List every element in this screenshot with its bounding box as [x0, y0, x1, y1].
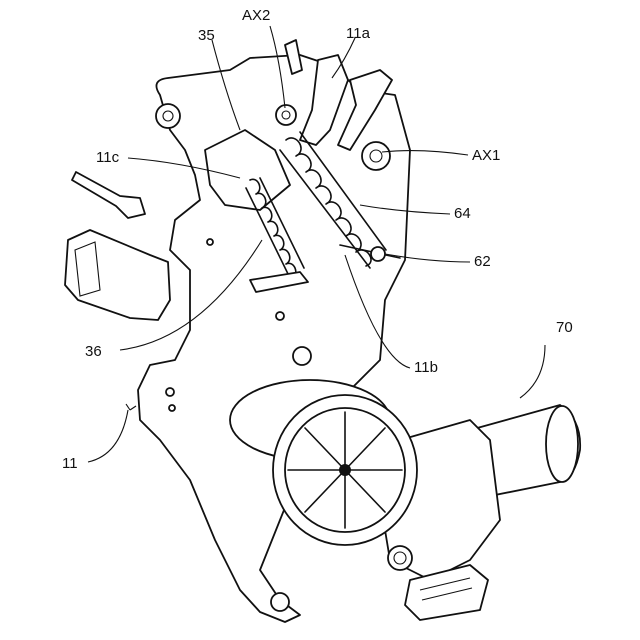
plug-round — [388, 546, 412, 570]
plate-hole-4 — [166, 388, 174, 396]
label-11b: 11b — [414, 359, 438, 376]
label-64: 64 — [454, 205, 471, 222]
plate-hole-5 — [169, 405, 175, 411]
label-ax1: AX1 — [472, 147, 500, 164]
label-11c: 11c — [96, 149, 120, 166]
rod-62-end — [371, 247, 385, 261]
worm-wheel — [273, 395, 417, 545]
label-36: 36 — [85, 343, 102, 360]
motor-end-cap — [546, 406, 578, 482]
mount-hole-ax1 — [362, 142, 390, 170]
label-ax2: AX2 — [242, 7, 270, 24]
label-11a: 11a — [346, 25, 371, 42]
cable — [72, 172, 145, 218]
label-70: 70 — [556, 319, 573, 336]
connector-left — [65, 230, 170, 320]
plate-hole-2 — [276, 312, 284, 320]
label-35: 35 — [198, 27, 215, 44]
label-62: 62 — [474, 253, 491, 270]
pivot-ax2 — [276, 105, 296, 125]
plate-hole-1 — [207, 239, 213, 245]
plate-hole-6 — [271, 593, 289, 611]
label-11: 11 — [62, 455, 78, 472]
mount-hole-left — [156, 104, 180, 128]
plate-hole-3 — [293, 347, 311, 365]
